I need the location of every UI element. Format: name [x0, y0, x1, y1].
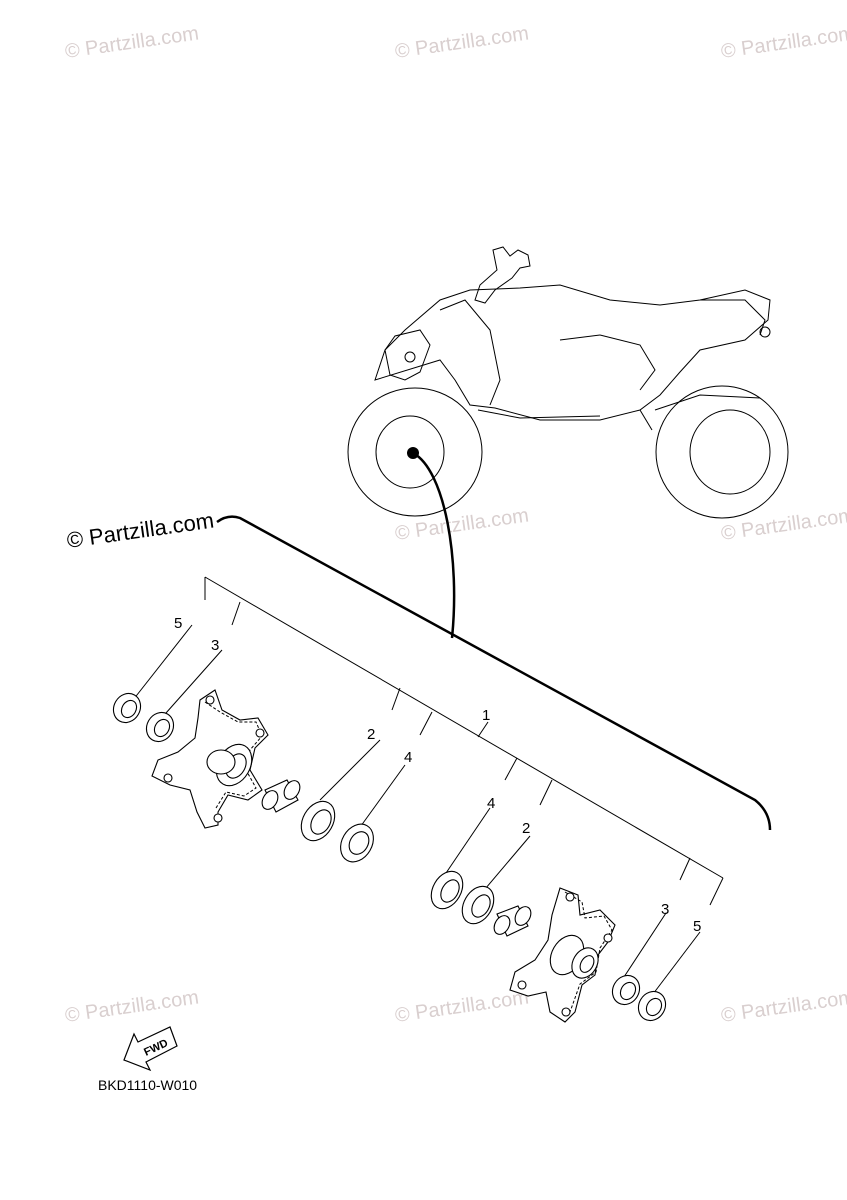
- callout-1: 1: [482, 707, 490, 724]
- wheel-hub-left: [151, 689, 269, 829]
- watermark: © Partzilla.com: [64, 986, 201, 1027]
- location-leader: [412, 451, 456, 639]
- callout-2-right: 2: [522, 820, 530, 837]
- oil-seal-right: [637, 990, 667, 1022]
- seal-right-inner: [430, 870, 464, 910]
- bearing-right-inner: [461, 885, 495, 925]
- watermark: © Partzilla.com: [720, 986, 847, 1027]
- atv-outline: [347, 246, 789, 519]
- callout-3-right: 3: [661, 901, 669, 918]
- watermark: © Partzilla.com: [394, 22, 531, 63]
- callout-3-left: 3: [211, 637, 219, 654]
- wheel-hub-right: [509, 887, 616, 1023]
- callout-lines: [132, 576, 724, 999]
- bearing-left-outer: [145, 711, 175, 743]
- watermark: © Partzilla.com: [394, 986, 531, 1027]
- watermark: © Partzilla.com: [720, 22, 847, 63]
- collar-left: [261, 779, 301, 813]
- bearing-left-inner: [300, 800, 336, 842]
- oil-seal-left: [112, 692, 142, 724]
- assembly-bracket: [216, 515, 772, 831]
- callout-5-left: 5: [174, 615, 182, 632]
- watermark: © Partzilla.com: [64, 22, 201, 63]
- collar-right: [493, 905, 532, 937]
- fwd-arrow-icon: FWD: [123, 1026, 178, 1072]
- callout-2-left: 2: [367, 726, 375, 743]
- bearing-right-outer: [611, 974, 641, 1006]
- callout-4-left: 4: [404, 749, 412, 766]
- diagram-code: BKD1110-W010: [98, 1077, 197, 1093]
- callout-5-right: 5: [693, 918, 701, 935]
- callout-4-right: 4: [487, 795, 495, 812]
- copyright-label: © Partzilla.com: [65, 508, 215, 553]
- watermark: © Partzilla.com: [394, 504, 531, 545]
- watermark: © Partzilla.com: [720, 504, 847, 545]
- seal-left-inner: [340, 823, 374, 863]
